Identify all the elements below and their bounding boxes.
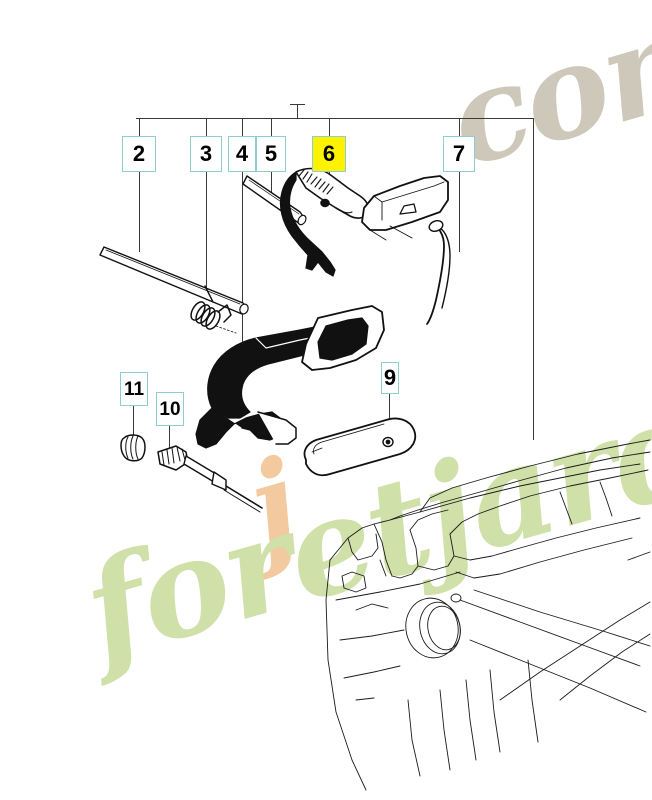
callout-label-10: 10 (159, 398, 181, 420)
callout-box-11[interactable]: 11 (120, 372, 148, 406)
callout-label-11: 11 (123, 378, 145, 400)
callout-label-7: 7 (452, 141, 466, 166)
leader-line-3 (206, 118, 207, 298)
callout-label-9: 9 (383, 365, 397, 390)
manifold-line (136, 118, 533, 119)
part-rod (99, 246, 249, 315)
leader-line-9 (389, 394, 390, 428)
callout-box-5[interactable]: 5 (256, 136, 286, 172)
manifold-tick-cap (290, 104, 305, 105)
callout-label-5: 5 (264, 141, 278, 166)
callout-box-3[interactable]: 3 (190, 136, 222, 172)
callout-label-4: 4 (235, 141, 249, 166)
leader-line-2 (139, 118, 140, 252)
callout-box-6[interactable]: 6 (312, 136, 346, 172)
leader-line-7 (459, 118, 460, 252)
callout-box-2[interactable]: 2 (122, 136, 156, 172)
part-throttle-trigger (195, 305, 385, 449)
callout-box-9[interactable]: 9 (381, 362, 399, 394)
housing-leader-line (533, 118, 534, 440)
part-screw-adjuster (157, 445, 263, 513)
part-pin (242, 175, 307, 226)
part-lever-stem (426, 220, 451, 325)
callout-label-6: 6 (322, 141, 336, 166)
part-cover-block (361, 175, 449, 241)
leader-line-11 (133, 406, 134, 440)
part-link-arm (303, 417, 417, 477)
callout-label-2: 2 (132, 141, 146, 166)
part-throttle-lock-lever (279, 167, 370, 277)
callout-label-3: 3 (199, 141, 213, 166)
callout-box-4[interactable]: 4 (228, 136, 256, 172)
watermark-brand: foretjardin (68, 326, 652, 691)
housing-outline (325, 439, 651, 791)
callout-box-10[interactable]: 10 (156, 392, 184, 426)
part-torsion-spring (190, 285, 237, 334)
watermark-accent: j (232, 433, 312, 580)
leader-line-4 (242, 118, 243, 350)
callout-box-7[interactable]: 7 (443, 136, 475, 172)
leader-line-10 (169, 426, 170, 455)
manifold-tick (297, 104, 298, 118)
